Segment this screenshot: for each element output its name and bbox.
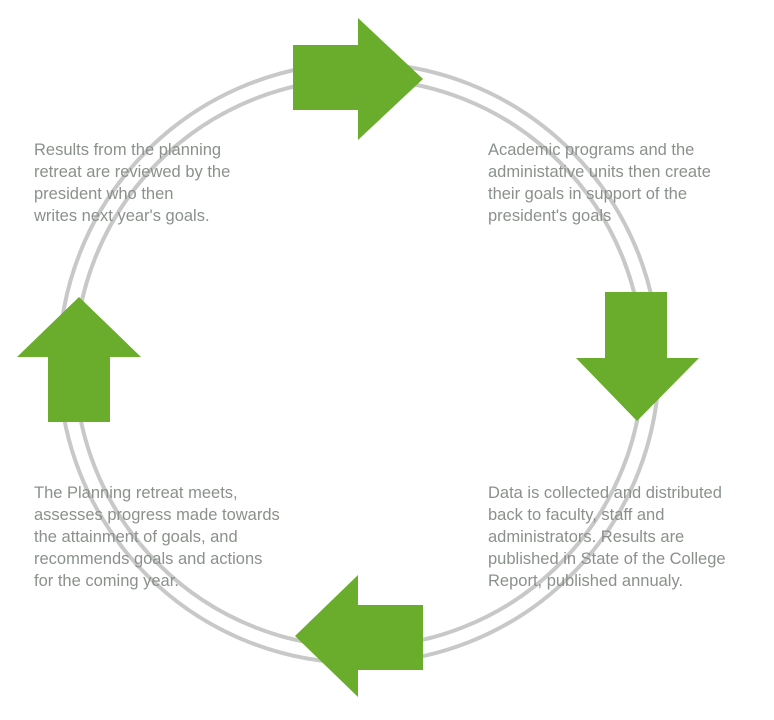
text-line: writes next year's goals. [34, 207, 210, 225]
step-planning-retreat-text: The Planning retreat meets, assesses pro… [34, 482, 280, 592]
arrow-down-icon [576, 292, 699, 421]
text-line: for the coming year. [34, 572, 179, 590]
text-line: Academic programs and the [488, 141, 695, 159]
text-line: administative units then create [488, 163, 711, 181]
text-line: their goals in support of the [488, 185, 688, 203]
text-line: back to faculty, staff and [488, 506, 665, 524]
text-line: published in State of the College [488, 550, 726, 568]
text-line: the attainment of goals, and [34, 528, 238, 546]
text-line: Data is collected and distributed [488, 484, 722, 502]
text-line: president who then [34, 185, 174, 203]
text-line: president's goals [488, 207, 612, 225]
text-line: retreat are reviewed by the [34, 163, 231, 181]
text-line: Report, published annualy. [488, 572, 684, 590]
text-line: administrators. Results are [488, 528, 685, 546]
arrow-right-icon [293, 18, 423, 140]
text-line: The Planning retreat meets, [34, 484, 238, 502]
arrow-up-icon [17, 297, 141, 422]
step-data-collected-text: Data is collected and distributed back t… [488, 482, 726, 592]
arrow-left-icon [295, 575, 423, 697]
text-line: Results from the planning [34, 141, 222, 159]
text-line: recommends goals and actions [34, 550, 263, 568]
text-line: assesses progress made towards [34, 506, 280, 524]
step-results-reviewed-text: Results from the planning retreat are re… [34, 139, 230, 227]
step-goals-in-support-text: Academic programs and the administative … [488, 139, 711, 227]
